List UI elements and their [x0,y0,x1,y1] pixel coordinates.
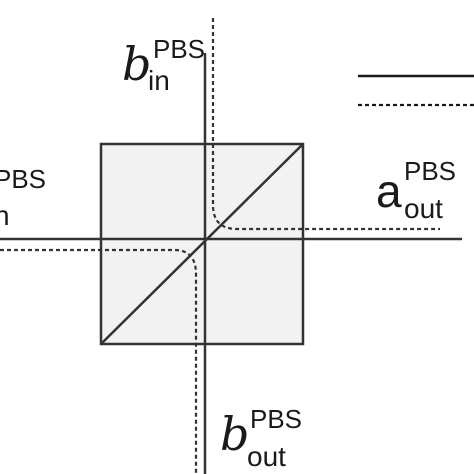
label-a-out-main: a [376,165,402,217]
label-b-in-sub: in [148,65,170,96]
label-a-in-sup: PBS [0,164,46,194]
label-a-out-sub: out [404,193,443,224]
label-a-in-partial: PBS n [0,164,46,231]
label-a-out: a PBS out [376,156,456,224]
dashed-beam-left-bottom [0,248,198,474]
label-b-in: b PBS in [122,34,205,96]
label-b-out-main: b [220,407,249,461]
dashed-beam-top-right [211,18,440,231]
label-a-in-sub: n [0,200,10,231]
label-b-in-sup: PBS [153,34,205,64]
pbs-diagonal [100,143,304,345]
label-a-out-sup: PBS [404,156,456,186]
label-b-out-sub: out [247,441,286,472]
label-b-out: b PBS out [220,404,302,472]
label-b-out-sup: PBS [250,404,302,434]
label-b-in-main: b [122,37,151,91]
